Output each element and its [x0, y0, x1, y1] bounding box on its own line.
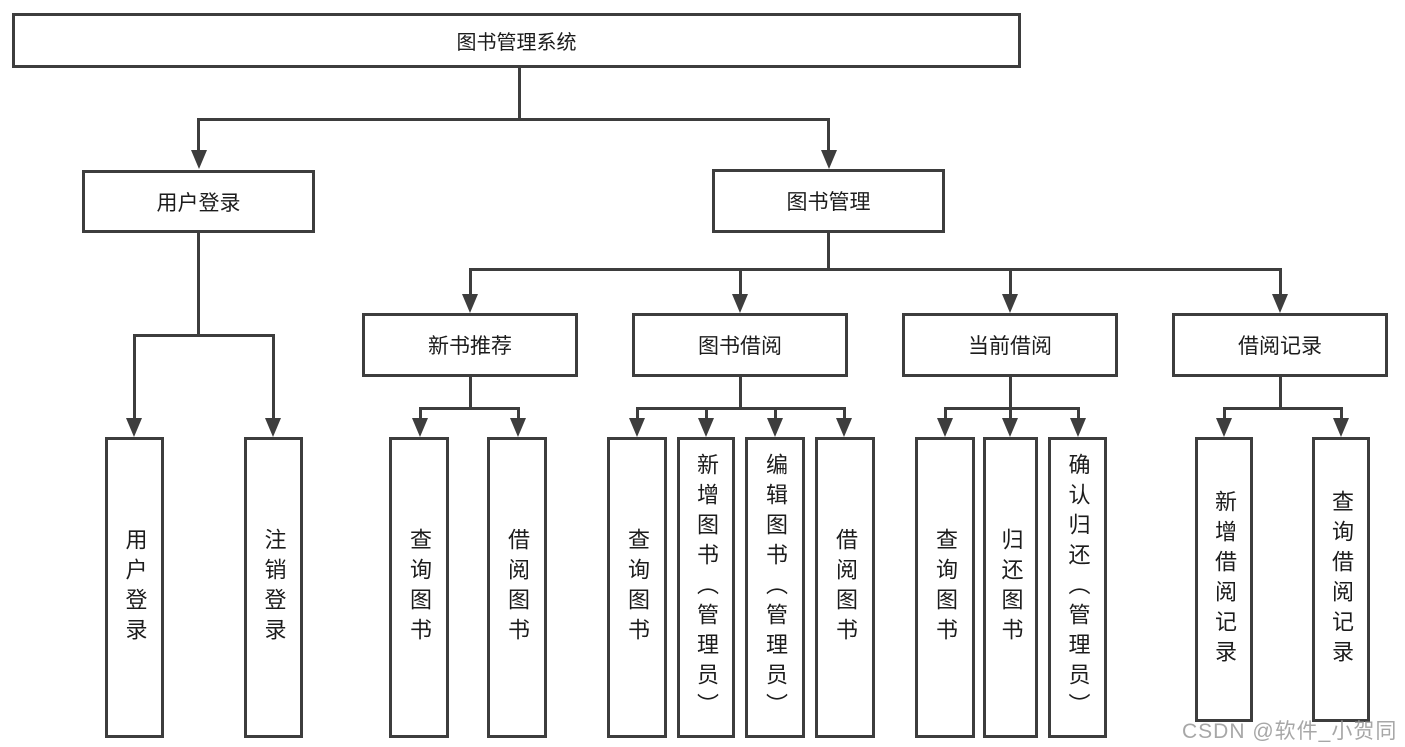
leaf-edit-book-admin: 编辑图书（管理员） [745, 437, 805, 738]
node-label: 借阅记录 [1238, 335, 1322, 358]
leaf-query-book-current: 查询图书 [915, 437, 975, 738]
connector-drop-current-borrow [1009, 268, 1012, 296]
node-label: 查询借阅记录 [1329, 489, 1354, 670]
connector-drop-leaf [419, 407, 422, 421]
node-label: 确认归还（管理员） [1065, 452, 1091, 723]
leaf-user-login: 用户登录 [105, 437, 164, 738]
arrow-down-icon [1333, 418, 1349, 437]
connector-stem [469, 377, 472, 409]
arrow-down-icon [698, 418, 714, 437]
node-label: 注销登录 [261, 527, 287, 648]
leaf-return-book: 归还图书 [983, 437, 1038, 738]
arrow-down-icon [1216, 418, 1232, 437]
connector-drop-leaf [1223, 407, 1226, 421]
arrow-down-icon [462, 294, 478, 313]
node-label: 图书管理系统 [456, 32, 577, 54]
connector-book-management-branch [469, 268, 1282, 271]
arrow-down-icon [412, 418, 428, 437]
node-label: 用户登录 [122, 527, 148, 648]
arrow-down-icon [191, 150, 207, 169]
connector-drop-leaf [1340, 407, 1343, 421]
arrow-down-icon [836, 418, 852, 437]
node-label: 借阅图书 [833, 527, 858, 648]
leaf-add-book-admin: 新增图书（管理员） [677, 437, 735, 738]
leaf-confirm-return-admin: 确认归还（管理员） [1048, 437, 1107, 738]
connector-stem [1009, 377, 1012, 409]
connector-drop-borrow-records [1279, 268, 1282, 296]
node-book-management: 图书管理 [712, 169, 945, 233]
connector-drop-leaf [944, 407, 947, 421]
arrow-down-icon [1070, 418, 1086, 437]
arrow-down-icon [821, 150, 837, 169]
leaf-logout: 注销登录 [244, 437, 303, 738]
connector-drop-leaf [774, 407, 777, 421]
node-library-management-system: 图书管理系统 [12, 13, 1021, 68]
leaf-query-borrow-record: 查询借阅记录 [1312, 437, 1370, 722]
connector-book-management-stem [827, 233, 830, 270]
node-label: 查询图书 [407, 527, 432, 648]
arrow-down-icon [510, 418, 526, 437]
node-label: 用户登录 [156, 191, 241, 215]
node-borrow-records: 借阅记录 [1172, 313, 1388, 377]
connector-drop-leaf [1009, 407, 1012, 421]
connector-branch [419, 407, 520, 410]
csdn-watermark: CSDN @软件_小贺同学 [1182, 720, 1398, 743]
node-new-book-recommend: 新书推荐 [362, 313, 578, 377]
node-label: 新增图书（管理员） [694, 452, 719, 723]
leaf-borrow-book: 借阅图书 [815, 437, 875, 738]
node-current-borrow: 当前借阅 [902, 313, 1118, 377]
connector-drop-leaf [517, 407, 520, 421]
connector-stem [1279, 377, 1282, 409]
connector-root-branch [197, 118, 830, 121]
node-label: 当前借阅 [968, 335, 1052, 358]
connector-drop-book-management [827, 118, 830, 152]
connector-drop-leaf [843, 407, 846, 421]
node-label: 新增借阅记录 [1212, 489, 1237, 670]
connector-drop-leaf [133, 334, 136, 420]
connector-drop-book-borrow [739, 268, 742, 296]
connector-root-stem [518, 68, 521, 120]
leaf-add-borrow-record: 新增借阅记录 [1195, 437, 1253, 722]
arrow-down-icon [767, 418, 783, 437]
node-book-borrow: 图书借阅 [632, 313, 848, 377]
arrow-down-icon [1002, 294, 1018, 313]
node-label: 图书管理 [786, 191, 871, 214]
connector-drop-new-book [469, 268, 472, 296]
connector-stem [739, 377, 742, 409]
node-label: 归还图书 [998, 527, 1024, 648]
node-label: 查询图书 [933, 527, 958, 648]
node-label: 图书借阅 [698, 335, 782, 358]
connector-drop-leaf [272, 334, 275, 420]
arrow-down-icon [732, 294, 748, 313]
leaf-borrow-book-recommend: 借阅图书 [487, 437, 547, 738]
node-user-login: 用户登录 [82, 170, 315, 233]
connector-drop-leaf [705, 407, 708, 421]
connector-branch [636, 407, 846, 410]
node-label: 新书推荐 [428, 335, 512, 358]
arrow-down-icon [937, 418, 953, 437]
connector-drop-leaf [1077, 407, 1080, 421]
connector-user-login-branch [133, 334, 275, 337]
node-label: 借阅图书 [505, 527, 530, 648]
leaf-query-book-borrow: 查询图书 [607, 437, 667, 738]
connector-drop-user-login [197, 118, 200, 152]
arrow-down-icon [265, 418, 281, 437]
arrow-down-icon [1272, 294, 1288, 313]
connector-branch [1223, 407, 1342, 410]
node-label: 编辑图书（管理员） [763, 452, 788, 723]
arrow-down-icon [629, 418, 645, 437]
connector-user-login-stem [197, 233, 200, 336]
leaf-query-book-recommend: 查询图书 [389, 437, 449, 738]
arrow-down-icon [1002, 418, 1018, 437]
connector-drop-leaf [636, 407, 639, 421]
node-label: 查询图书 [625, 527, 650, 648]
arrow-down-icon [126, 418, 142, 437]
